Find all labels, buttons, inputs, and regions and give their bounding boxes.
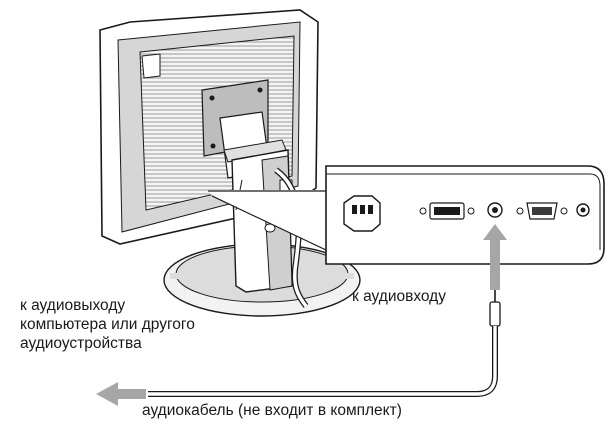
label-line-1: к аудиовыходу: [20, 297, 126, 314]
audio-plug: [489, 290, 501, 327]
dvi-connector: [419, 202, 475, 220]
connector-panel: [325, 165, 605, 265]
label-to-audio-input: к аудиовходу: [352, 288, 446, 305]
label-to-audio-output: к аудиовыходу компьютера или другого ауд…: [20, 296, 195, 353]
monitor: [99, 9, 361, 317]
arrow-to-audio-output: [96, 382, 146, 406]
callout-lines: [208, 190, 327, 251]
audio-cable: [148, 326, 498, 397]
arrow-to-audio-input: [483, 224, 507, 290]
vga-connector: [516, 202, 568, 220]
power-socket: [343, 195, 381, 232]
label-line-2: компьютера или другого: [20, 316, 195, 333]
audio-output-jack: [576, 203, 590, 217]
label-line-3: аудиоустройства: [20, 335, 142, 352]
audio-input-jack: [487, 202, 503, 218]
label-audio-cable: аудиокабель (не входит в комплект): [142, 402, 402, 419]
